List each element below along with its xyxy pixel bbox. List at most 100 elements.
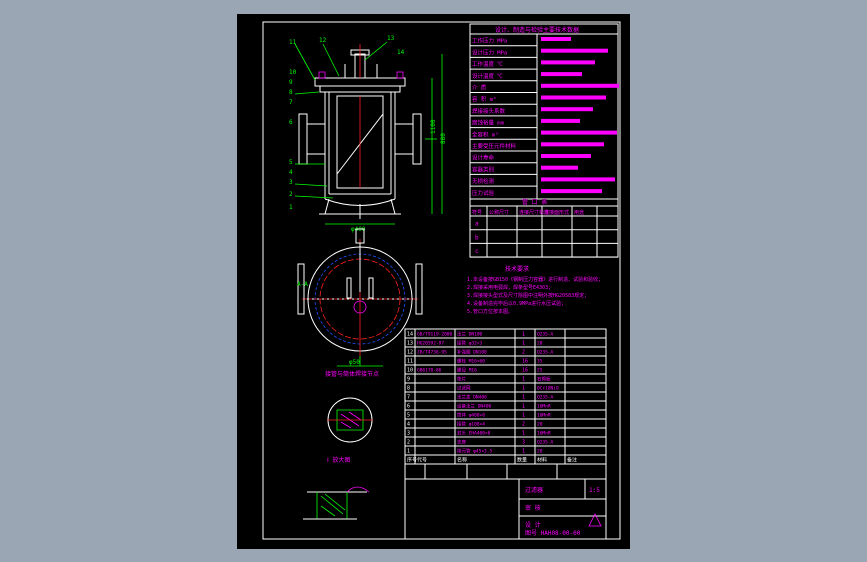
bom-qty: 16	[522, 368, 528, 374]
bom-no: 5	[407, 413, 410, 419]
callout-number: 6	[289, 119, 293, 126]
bom-name: 支座	[457, 439, 466, 446]
bom-qty: 2	[522, 422, 525, 428]
bom-material: 石棉板	[537, 376, 551, 383]
bom-name: 螺栓 M16×60	[457, 358, 485, 365]
bom-no: 14	[407, 332, 413, 338]
bom-qty: 1	[522, 431, 525, 437]
bom-code: HG20592-97	[417, 341, 444, 347]
spec-value-mark	[541, 83, 619, 88]
dimension-overall: 880	[440, 133, 447, 144]
spec-row-label: 工作压力 MPa	[472, 37, 507, 45]
technical-requirements: 技术要求 1.本设备按GB150《钢制压力容器》进行制造、试验和验收；2.焊接采…	[467, 265, 603, 315]
detail-1-label: 接管与筒体焊接节点	[325, 370, 379, 378]
bom-qty: 1	[522, 377, 525, 383]
section-a-label: A-A	[297, 281, 308, 288]
bom-header: 备注	[567, 457, 577, 464]
bom-material: Q235-A	[537, 332, 554, 338]
nozzle-symbol: b	[475, 234, 479, 241]
spec-value-mark	[541, 130, 617, 135]
callout-number: 1	[289, 204, 293, 211]
bom-code: GB/T9119-2000	[417, 332, 453, 338]
bom-name: 法兰 DN100	[457, 331, 483, 338]
callout-number: 9	[289, 79, 293, 86]
bom-header: 序号	[407, 457, 417, 464]
spec-row-label: 设计温度 ℃	[472, 72, 503, 80]
tech-req-line: 2.焊接采用电弧焊，焊条型号E4303；	[467, 284, 553, 291]
spec-row-label: 压力试验	[472, 189, 495, 197]
spec-value-mark	[541, 189, 602, 194]
nozzle-table: 管 口 表 符号公称尺寸连接尺寸标准连接面形式用途 abc	[469, 198, 619, 258]
bom-no: 4	[407, 422, 410, 428]
title-block: 过滤器 审 核 设 计 图号 HAH08-00-00 1:5	[404, 463, 607, 540]
bom-qty: 1	[522, 413, 525, 419]
spec-row-label: 介 质	[472, 84, 487, 92]
bom-qty: 1	[522, 449, 525, 455]
nozzle-table-title: 管 口 表	[522, 198, 547, 206]
bom-qty: 1	[522, 332, 525, 338]
check-label: 审 核	[525, 504, 541, 512]
bom-name: 接管 φ32×3	[457, 340, 483, 347]
callout-number: 2	[289, 191, 293, 198]
tech-req-line: 5.管口方位按本图。	[467, 308, 513, 315]
bom-name: 筒体 φ400×8	[457, 412, 485, 419]
tech-req-line: 4.设备制造完毕后以0.9MPa进行水压试验；	[467, 300, 566, 307]
tech-req-title: 技术要求	[505, 265, 529, 273]
callout-number: 3	[289, 179, 293, 186]
bom-material: 20	[537, 341, 543, 347]
bom-qty: 1	[522, 395, 525, 401]
nozzle-header: 符号	[472, 209, 482, 216]
spec-value-mark	[541, 37, 571, 41]
bom-material: 25	[537, 368, 543, 374]
spec-row-label: 设计压力 MPa	[472, 48, 507, 56]
drawing-number: 图号 HAH08-00-00	[525, 530, 581, 537]
callout-number: 13	[387, 35, 395, 42]
spec-row-label: 焊接接头系数	[472, 107, 506, 115]
bom-header: 材料	[537, 457, 547, 464]
nozzle-symbol: c	[475, 248, 479, 255]
bom-no: 12	[407, 350, 413, 356]
spec-row-label: 容器类别	[472, 165, 494, 173]
spec-row-label: 无损检测	[472, 177, 495, 185]
tech-req-line: 1.本设备按GB150《钢制压力容器》进行制造、试验和验收；	[467, 276, 603, 283]
bom-material: 20	[537, 449, 543, 455]
bom-no: 11	[407, 359, 413, 365]
detail-2: Ⅰ 放大图	[303, 456, 370, 520]
bom-material: Q235-A	[537, 350, 554, 356]
spec-row-label: 全容积 m³	[472, 130, 498, 138]
nozzle-header: 连接尺寸标准	[519, 209, 549, 216]
bom-material: 0Cr18Ni9	[537, 386, 559, 392]
bom-qty: 1	[522, 404, 525, 410]
detail-1: 接管与筒体焊接节点	[325, 370, 379, 443]
bom-no: 9	[407, 377, 410, 383]
spec-value-mark	[541, 165, 578, 170]
drawing-name: 过滤器	[525, 486, 543, 494]
bom-material: Q235-A	[537, 395, 554, 401]
section-a-view: φ50 A-A	[297, 228, 423, 367]
callout-number: 8	[289, 89, 293, 96]
bom-code: JB/T4736-95	[417, 350, 447, 356]
bom-code: GB6170-86	[417, 368, 442, 374]
spec-value-mark	[541, 107, 593, 112]
callout-number: 5	[289, 159, 293, 166]
spec-value-mark	[541, 48, 608, 53]
front-view: 1100 880 φ400	[294, 41, 447, 233]
bom-qty: 1	[522, 386, 525, 392]
nozzle-header: 连接面形式	[544, 209, 569, 216]
bom-material: 20	[537, 422, 543, 428]
bom-no: 2	[407, 440, 410, 446]
bom-qty: 1	[522, 341, 525, 347]
spec-row-label: 工作温度 ℃	[472, 60, 503, 68]
bom-name: 垫片	[457, 376, 466, 383]
bom-name: 排污管 φ45×3.5	[457, 448, 492, 455]
bom-no: 6	[407, 404, 410, 410]
bom-header: 名称	[457, 457, 467, 464]
bom-material: 16MnR	[537, 404, 551, 410]
bom-name: 封头 EHA400×8	[457, 430, 491, 437]
callout-number: 10	[289, 69, 297, 76]
drawing-scale: 1:5	[589, 487, 600, 494]
bom-qty: 3	[522, 440, 525, 446]
spec-value-mark	[541, 118, 580, 123]
